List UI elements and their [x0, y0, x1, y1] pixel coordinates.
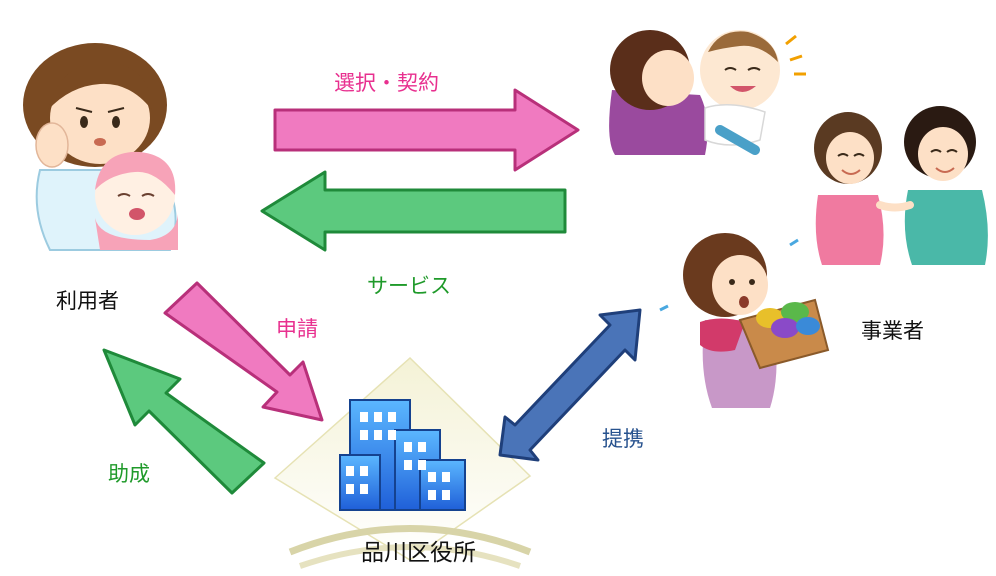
- woman-with-laundry-basket-illustration: [659, 233, 830, 408]
- two-women-illustration: [814, 106, 988, 265]
- service-label: サービス: [367, 274, 451, 298]
- select-contract-label: 選択・契約: [334, 71, 439, 95]
- select-contract-arrow: [273, 88, 580, 172]
- caregiver-hugging-baby-illustration: [609, 30, 806, 155]
- city-office-label: 品川区役所: [361, 540, 476, 566]
- partnership-double-arrow: [498, 308, 642, 462]
- subsidy-arrow: [102, 348, 266, 495]
- user-label: 利用者: [56, 289, 119, 313]
- apply-label: 申請: [276, 317, 318, 341]
- service-arrow: [260, 170, 567, 252]
- partnership-label: 提携: [602, 427, 644, 451]
- subsidy-label: 助成: [108, 462, 150, 486]
- provider-label: 事業者: [861, 319, 924, 343]
- city-hall-building-icon: [273, 356, 532, 569]
- apply-arrow: [163, 281, 324, 422]
- mother-with-baby-illustration: [23, 43, 178, 251]
- crying-baby-illustration: [95, 151, 178, 250]
